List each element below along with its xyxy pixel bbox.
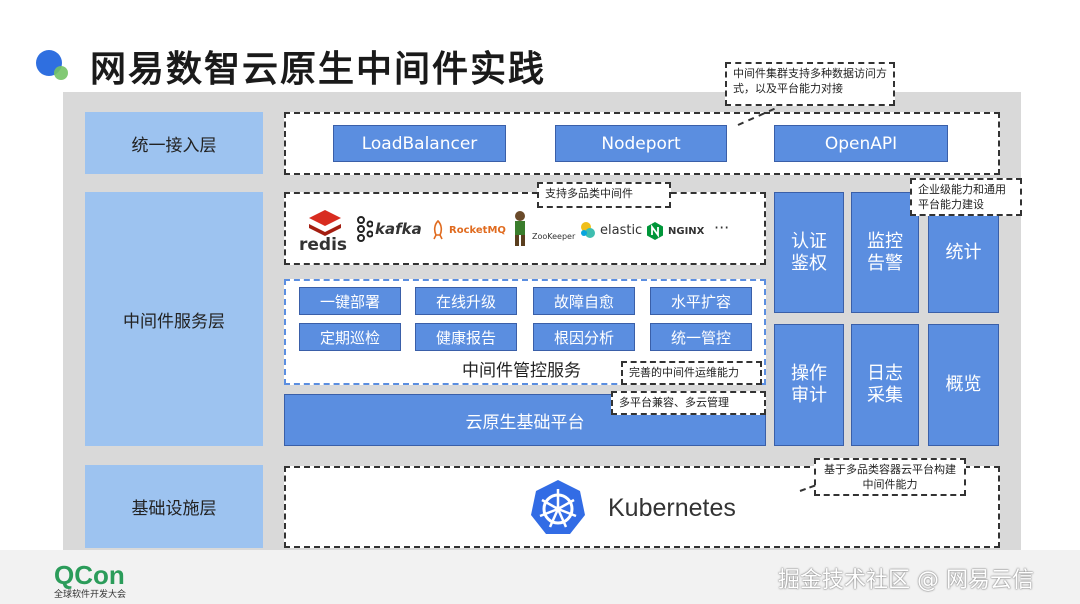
tile-log-collection: 日志采集	[851, 324, 919, 446]
kubernetes-icon	[528, 478, 588, 538]
feature-health-report: 健康报告	[415, 323, 517, 351]
kafka-logo: kafka	[355, 214, 422, 244]
elastic-logo: elastic	[579, 220, 642, 240]
loadbalancer-node: LoadBalancer	[333, 125, 506, 162]
nginx-logo: NGINX	[646, 221, 704, 241]
svg-text:redis: redis	[299, 235, 347, 254]
openapi-node: OpenAPI	[774, 125, 948, 162]
callout-access-methods: 中间件集群支持多种数据访问方式，以及平台能力对接	[725, 62, 895, 106]
title-bullet-accent-icon	[54, 66, 68, 80]
nginx-icon	[647, 222, 663, 240]
zookeeper-logo: ZooKeeper	[506, 208, 576, 248]
feature-horizontal-scaling: 水平扩容	[650, 287, 752, 315]
qcon-tagline: 全球软件开发大会	[54, 590, 127, 600]
callout-multi-middleware: 支持多品类中间件	[537, 182, 671, 208]
tile-operation-audit: 操作审计	[774, 324, 844, 446]
feature-self-healing: 故障自愈	[533, 287, 635, 315]
callout-container-platform: 基于多品类容器云平台构建中间件能力	[814, 458, 966, 496]
layer-label-service: 中间件服务层	[85, 192, 263, 446]
layer-label-infra: 基础设施层	[85, 465, 263, 548]
kubernetes-label: Kubernetes	[608, 494, 736, 522]
rocket-icon	[433, 220, 443, 240]
feature-online-upgrade: 在线升级	[415, 287, 517, 315]
more-middleware-ellipsis: ···	[714, 218, 730, 237]
page-title: 网易数智云原生中间件实践	[90, 49, 547, 90]
kafka-icon	[357, 216, 373, 242]
layer-label-access: 统一接入层	[85, 112, 263, 174]
feature-root-cause-analysis: 根因分析	[533, 323, 635, 351]
tile-monitoring-alerts: 监控告警	[851, 192, 919, 313]
qcon-logo: QCon	[54, 560, 125, 590]
tile-overview: 概览	[928, 324, 999, 446]
rocketmq-logo: RocketMQ	[430, 219, 506, 241]
nodeport-node: Nodeport	[555, 125, 727, 162]
footer-bar	[0, 550, 1080, 604]
watermark: 掘金技术社区 @ 网易云信	[778, 568, 1034, 593]
callout-enterprise-capabilities: 企业级能力和通用平台能力建设	[910, 178, 1022, 216]
redis-logo-icon: redis	[299, 204, 351, 255]
feature-one-click-deploy: 一键部署	[299, 287, 401, 315]
callout-ops-capabilities: 完善的中间件运维能力	[621, 361, 762, 385]
management-service-label: 中间件管控服务	[462, 361, 581, 381]
elastic-icon	[581, 222, 595, 238]
callout-multi-platform: 多平台兼容、多云管理	[611, 391, 766, 415]
feature-periodic-inspection: 定期巡检	[299, 323, 401, 351]
zookeeper-icon	[515, 211, 525, 246]
tile-authentication: 认证鉴权	[774, 192, 844, 313]
feature-unified-control: 统一管控	[650, 323, 752, 351]
